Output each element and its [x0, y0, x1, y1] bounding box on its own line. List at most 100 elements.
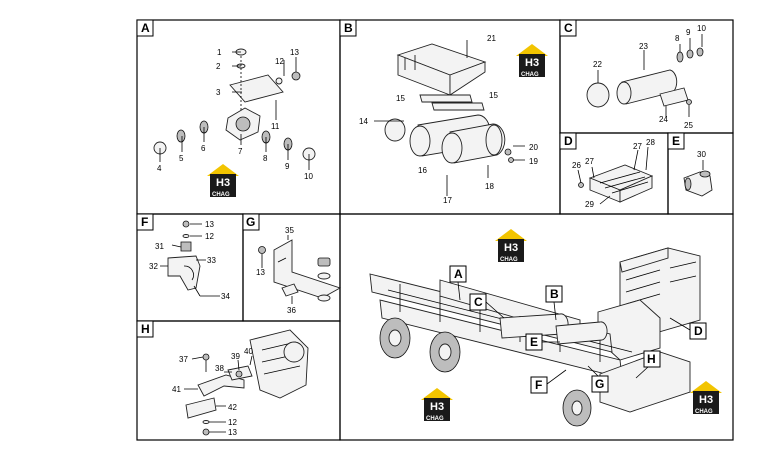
svg-text:E: E — [530, 335, 538, 349]
panel-h-drawing — [184, 329, 309, 436]
callout-C: C — [469, 293, 505, 319]
svg-text:F: F — [141, 215, 148, 229]
panel-letter-B: B — [339, 19, 357, 37]
label-10-c: 10 — [697, 24, 706, 33]
label-32: 32 — [149, 262, 158, 271]
svg-text:CHAG: CHAG — [695, 409, 713, 415]
label-30: 30 — [697, 150, 706, 159]
logo-panel-a: H3 CHAG — [207, 164, 239, 198]
panel-letter-C: C — [559, 19, 577, 37]
label-8-c: 8 — [675, 34, 680, 43]
callout-B: B — [545, 285, 563, 321]
callout-G: G — [587, 365, 609, 393]
label-6: 6 — [201, 144, 206, 153]
label-34: 34 — [221, 292, 230, 301]
label-21: 21 — [487, 34, 496, 43]
label-42: 42 — [228, 403, 237, 412]
panel-letter-A: A — [136, 19, 154, 37]
label-12: 12 — [275, 57, 284, 66]
svg-text:H3: H3 — [430, 401, 444, 413]
panel-g-drawing — [258, 235, 342, 304]
label-12-f: 12 — [205, 232, 214, 241]
panel-e-drawing — [683, 160, 713, 197]
label-5: 5 — [179, 154, 184, 163]
truck-chassis-drawing — [369, 247, 701, 427]
label-23: 23 — [639, 42, 648, 51]
logo-panel-b: H3 CHAG — [516, 44, 548, 78]
svg-text:H: H — [647, 352, 656, 366]
label-35: 35 — [285, 226, 294, 235]
label-13-g: 13 — [256, 268, 265, 277]
label-8: 8 — [263, 154, 268, 163]
label-27-left: 27 — [585, 157, 594, 166]
svg-text:D: D — [564, 134, 573, 148]
label-15-left: 15 — [396, 94, 405, 103]
svg-text:E: E — [672, 134, 680, 148]
label-1: 1 — [217, 48, 222, 57]
label-27-right: 27 — [633, 142, 642, 151]
label-10: 10 — [304, 172, 313, 181]
logo-overview-right: H3 CHAG — [690, 381, 722, 415]
label-38: 38 — [215, 364, 224, 373]
label-20: 20 — [529, 143, 538, 152]
label-24: 24 — [659, 115, 668, 124]
label-14: 14 — [359, 117, 368, 126]
svg-text:B: B — [550, 287, 559, 301]
label-37: 37 — [179, 355, 188, 364]
label-19: 19 — [529, 157, 538, 166]
svg-text:CHAG: CHAG — [212, 192, 230, 198]
label-9-c: 9 — [686, 28, 691, 37]
callout-A: A — [449, 265, 467, 301]
panel-letter-G: G — [242, 213, 260, 231]
svg-text:G: G — [595, 377, 604, 391]
panel-letter-F: F — [136, 213, 154, 231]
panel-b-drawing — [374, 40, 525, 196]
label-22: 22 — [593, 60, 602, 69]
callout-H: H — [635, 350, 661, 379]
label-16: 16 — [418, 166, 427, 175]
svg-text:D: D — [694, 324, 703, 338]
label-12-h: 12 — [228, 418, 237, 427]
svg-text:G: G — [246, 215, 255, 229]
panel-c-drawing — [586, 34, 704, 117]
panel-a-drawing — [153, 48, 316, 170]
svg-text:H3: H3 — [216, 177, 230, 189]
panel-letter-E: E — [667, 132, 685, 150]
logo-overview-top: H3 CHAG — [495, 229, 527, 263]
label-9: 9 — [285, 162, 290, 171]
svg-text:H3: H3 — [525, 57, 539, 69]
label-4: 4 — [157, 164, 162, 173]
svg-text:B: B — [344, 21, 353, 35]
label-17: 17 — [443, 196, 452, 205]
label-26: 26 — [572, 161, 581, 170]
label-13: 13 — [290, 48, 299, 57]
label-13-f: 13 — [205, 220, 214, 229]
svg-text:CHAG: CHAG — [500, 257, 518, 263]
svg-text:A: A — [141, 21, 150, 35]
svg-text:CHAG: CHAG — [426, 416, 444, 422]
panel-frames — [136, 19, 734, 441]
label-25: 25 — [684, 121, 693, 130]
svg-text:F: F — [535, 378, 542, 392]
label-18: 18 — [485, 182, 494, 191]
label-29: 29 — [585, 200, 594, 209]
svg-text:CHAG: CHAG — [521, 72, 539, 78]
label-36: 36 — [287, 306, 296, 315]
logo-overview-left: H3 CHAG — [421, 388, 453, 422]
svg-text:H3: H3 — [699, 394, 713, 406]
label-11: 11 — [271, 122, 280, 131]
svg-text:H3: H3 — [504, 242, 518, 254]
label-3: 3 — [216, 88, 221, 97]
label-40: 40 — [244, 347, 253, 356]
svg-text:A: A — [454, 267, 463, 281]
label-28: 28 — [646, 138, 655, 147]
panel-letter-D: D — [559, 132, 577, 150]
label-2: 2 — [216, 62, 221, 71]
panel-f-drawing — [160, 220, 220, 297]
label-41: 41 — [172, 385, 181, 394]
label-33: 33 — [207, 256, 216, 265]
label-31: 31 — [155, 242, 164, 251]
label-39: 39 — [231, 352, 240, 361]
svg-text:C: C — [564, 21, 573, 35]
